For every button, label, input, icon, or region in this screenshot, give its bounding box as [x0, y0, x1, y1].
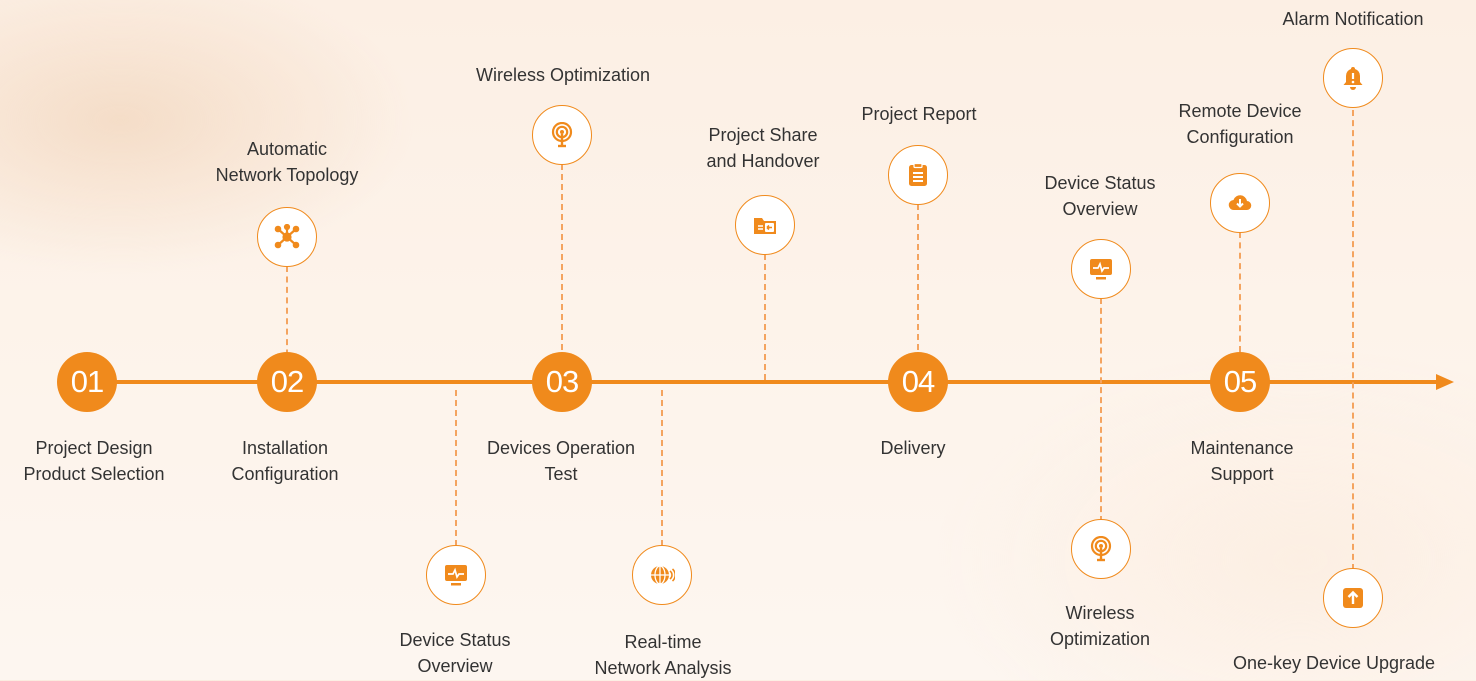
step-05-label-line2: Support [1210, 464, 1274, 484]
feature-status-top-line1: Device Status [1044, 173, 1156, 193]
feature-topology-line1: Automatic [246, 139, 328, 159]
step-02-badge: 02 [257, 352, 317, 412]
bell-icon [1343, 67, 1363, 90]
report-clipboard-icon [909, 162, 927, 186]
monitor-icon [1090, 259, 1112, 280]
step-02-label-line1: Installation [241, 438, 329, 458]
feature-wireless-top-label: Wireless Optimization [433, 62, 693, 88]
wireless-signal-icon [551, 122, 573, 148]
feature-remote-node [1210, 173, 1270, 233]
feature-status-top-line2: Overview [1062, 199, 1138, 219]
step-01-label-line1: Project Design [35, 438, 153, 458]
upload-arrow-icon [1343, 588, 1363, 608]
feature-remote-line1: Remote Device [1178, 101, 1302, 121]
step-02-label: Installation Configuration [155, 435, 415, 487]
step-01-label-line2: Product Selection [23, 464, 165, 484]
feature-wireless-bottom-line2: Optimization [1049, 629, 1151, 649]
connector-report [917, 204, 919, 350]
step-03-label-line2: Test [544, 464, 578, 484]
connector-wireless-top [561, 164, 563, 350]
network-topology-icon [274, 224, 300, 249]
step-03-label-line1: Devices Operation [486, 438, 636, 458]
feature-wireless-top-line1: Wireless Optimization [475, 65, 651, 85]
step-04-label-line1: Delivery [880, 438, 946, 458]
feature-status-top-label: Device Status Overview [970, 170, 1230, 222]
feature-status-bottom-line1: Device Status [399, 630, 511, 650]
monitor-icon [445, 565, 467, 586]
step-01-label: Project Design Product Selection [0, 435, 224, 487]
feature-wireless-bottom-line1: Wireless [1065, 603, 1135, 623]
step-02-label-line2: Configuration [231, 464, 339, 484]
connector-remote-config [1239, 232, 1241, 352]
step-05-badge: 05 [1210, 352, 1270, 412]
feature-status-top-node [1071, 239, 1131, 299]
feature-alarm-line1: Alarm Notification [1282, 9, 1424, 29]
step-04-badge: 04 [888, 352, 948, 412]
timeline-line [88, 380, 1440, 384]
feature-status-bottom-label: Device Status Overview [325, 627, 585, 679]
feature-analysis-label: Real-time Network Analysis [533, 629, 793, 681]
feature-status-bottom-node [426, 545, 486, 605]
feature-wireless-top-node [532, 105, 592, 165]
feature-alarm-node [1323, 48, 1383, 108]
feature-status-bottom-line2: Overview [417, 656, 493, 676]
feature-report-label: Project Report [789, 101, 1049, 127]
step-01-badge: 01 [57, 352, 117, 412]
connector-status-bottom [455, 390, 457, 546]
connector-alarm-upgrade [1352, 110, 1354, 570]
step-05-label: Maintenance Support [1112, 435, 1372, 487]
step-05-label-line1: Maintenance [1190, 438, 1294, 458]
connector-share [764, 254, 766, 380]
globe-signal-icon [651, 565, 675, 585]
feature-share-node [735, 195, 795, 255]
folder-share-icon [754, 218, 776, 234]
feature-alarm-label: Alarm Notification [1223, 6, 1476, 32]
feature-upgrade-label: One-key Device Upgrade [1204, 650, 1464, 676]
feature-analysis-line2: Network Analysis [594, 658, 732, 678]
feature-share-line1: Project Share [708, 125, 818, 145]
timeline-arrowhead [1436, 374, 1454, 390]
step-03-badge: 03 [532, 352, 592, 412]
feature-report-line1: Project Report [861, 104, 977, 124]
wireless-signal-icon [1090, 536, 1112, 562]
feature-topology-line2: Network Topology [215, 165, 359, 185]
connector-wireless-bottom [1100, 298, 1102, 522]
connector-analysis [661, 390, 663, 546]
feature-report-node [888, 145, 948, 205]
feature-upgrade-node [1323, 568, 1383, 628]
step-04-label: Delivery [783, 435, 1043, 461]
feature-topology-node [257, 207, 317, 267]
feature-upgrade-line1: One-key Device Upgrade [1232, 653, 1436, 673]
feature-remote-label: Remote Device Configuration [1110, 98, 1370, 150]
feature-share-label: Project Share and Handover [633, 122, 893, 174]
feature-wireless-bottom-node [1071, 519, 1131, 579]
feature-analysis-line1: Real-time [624, 632, 702, 652]
feature-analysis-node [632, 545, 692, 605]
feature-topology-label: Automatic Network Topology [157, 136, 417, 188]
step-03-label: Devices Operation Test [431, 435, 691, 487]
cloud-download-icon [1228, 195, 1252, 211]
connector-topology [286, 266, 288, 366]
feature-remote-line2: Configuration [1186, 127, 1294, 147]
feature-wireless-bottom-label: Wireless Optimization [970, 600, 1230, 652]
feature-share-line2: and Handover [706, 151, 820, 171]
